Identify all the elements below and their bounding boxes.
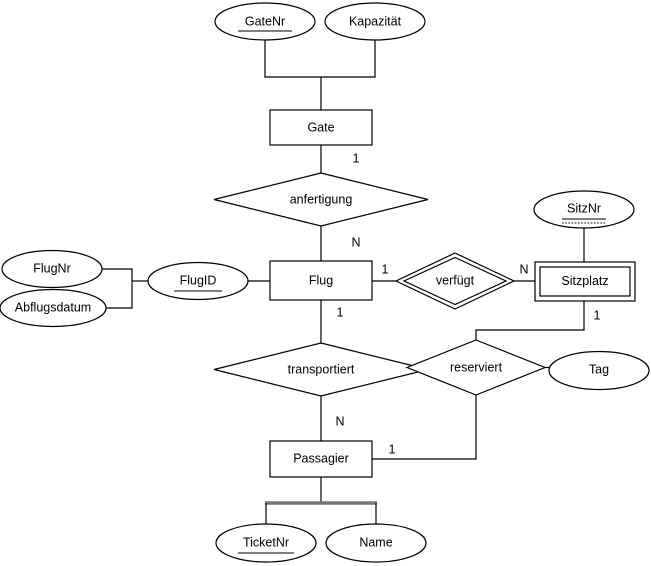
cardinality-transportiert-passagier: N	[335, 414, 344, 428]
entity-passagier[interactable]: Passagier	[269, 440, 373, 478]
edge-flugnr-flugid	[102, 268, 133, 281]
relationship-transportiert-diamond[interactable]	[213, 342, 429, 397]
entity-sitzplatz-label: Sitzplatz	[561, 274, 608, 288]
attribute-flugid[interactable]: FlugID	[147, 261, 249, 301]
relationship-reserviert-label: reserviert	[450, 360, 503, 374]
entity-passagier-label: Passagier	[293, 451, 349, 465]
entity-flug-label: Flug	[309, 273, 333, 287]
cardinality-flug-verfuegt: 1	[382, 262, 389, 276]
relationship-anfertigung[interactable]: anfertigung	[213, 172, 429, 227]
relationship-transportiert[interactable]: transportiert	[213, 342, 429, 397]
relationship-verfuegt[interactable]: verfügt	[394, 252, 516, 310]
relationship-reserviert[interactable]: reserviert	[405, 339, 547, 396]
cardinality-anfertigung-flug: N	[351, 235, 360, 249]
attribute-flugid-label: FlugID	[180, 273, 217, 287]
attribute-sitznr[interactable]: SitzNr	[533, 190, 635, 229]
entity-sitzplatz-box-inner	[539, 266, 631, 297]
cardinality-gate-anfertigung: 1	[353, 151, 360, 165]
attribute-flugnr-ellipse[interactable]	[1, 249, 103, 289]
edge-kapazitaet-gate	[321, 40, 376, 78]
attribute-kapazitaet[interactable]: Kapazität	[324, 2, 426, 41]
cardinality-reserviert-passagier: 1	[389, 442, 396, 456]
relationship-reserviert-diamond[interactable]	[405, 339, 547, 396]
attribute-name-label: Name	[359, 535, 392, 549]
entity-flug-box[interactable]	[269, 260, 373, 301]
attribute-abflugsdatum[interactable]: Abflugsdatum	[0, 288, 107, 328]
attribute-name[interactable]: Name	[325, 523, 427, 563]
edge-reserviert-passagier	[372, 395, 477, 460]
attribute-gatenr-label: GateNr	[245, 14, 285, 28]
relationship-verfuegt-diamond-inner	[402, 256, 508, 306]
edge-gatenr-gate	[264, 40, 321, 78]
attribute-flugnr-label: FlugNr	[33, 261, 71, 275]
attribute-flugid-ellipse[interactable]	[147, 261, 249, 301]
attribute-flugnr[interactable]: FlugNr	[1, 249, 103, 289]
attribute-abflugsdatum-label: Abflugsdatum	[15, 300, 91, 314]
entity-passagier-box[interactable]	[269, 440, 373, 478]
cardinality-sitzplatz-reserviert: 1	[594, 308, 601, 322]
edge-sitzplatz-reserviert	[475, 301, 585, 340]
attribute-tag-label: Tag	[589, 362, 609, 376]
relationship-transportiert-label: transportiert	[288, 362, 355, 376]
relationship-verfuegt-label: verfügt	[436, 273, 475, 287]
connector-layer	[102, 40, 585, 524]
attribute-abflugsdatum-ellipse[interactable]	[0, 288, 107, 328]
relationship-anfertigung-label: anfertigung	[290, 192, 353, 206]
entity-gate-box[interactable]	[269, 109, 373, 146]
attribute-kapazitaet-ellipse[interactable]	[324, 2, 426, 41]
attribute-kapazitaet-label: Kapazität	[349, 14, 402, 28]
entity-gate[interactable]: Gate	[269, 109, 373, 146]
entity-sitzplatz[interactable]: Sitzplatz	[534, 261, 636, 302]
relationship-anfertigung-diamond[interactable]	[213, 172, 429, 227]
attribute-ticketnr[interactable]: TicketNr	[215, 523, 317, 563]
cardinality-verfuegt-sitzplatz: N	[519, 262, 528, 276]
attribute-gatenr[interactable]: GateNr	[214, 2, 316, 41]
edge-abflugsdatum-flugid	[106, 281, 133, 309]
entity-gate-label: Gate	[307, 120, 334, 134]
attribute-tag[interactable]: Tag	[548, 350, 650, 391]
attribute-ticketnr-label: TicketNr	[243, 535, 289, 549]
attribute-tag-ellipse[interactable]	[548, 350, 650, 391]
attribute-sitznr-label: SitzNr	[567, 201, 601, 215]
attribute-name-ellipse[interactable]	[325, 523, 427, 563]
entity-flug[interactable]: Flug	[269, 260, 373, 301]
attribute-sitznr-ellipse[interactable]	[533, 190, 635, 229]
cardinality-flug-transportiert: 1	[337, 305, 344, 319]
